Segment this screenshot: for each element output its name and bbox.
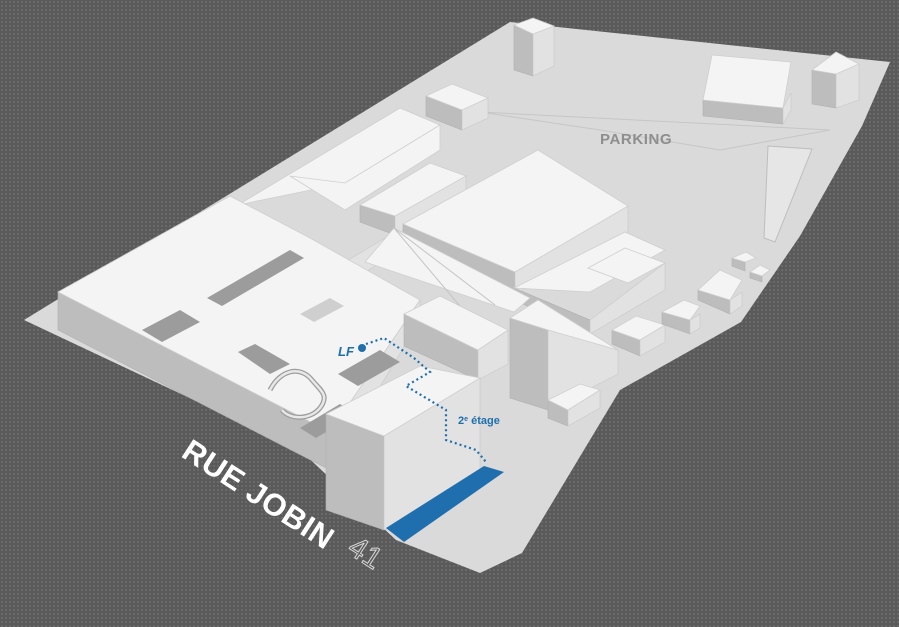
building-top-far-right bbox=[811, 51, 860, 109]
building-east-row bbox=[611, 251, 771, 357]
destination-marker-icon: LF bbox=[338, 344, 366, 359]
building-entrance-corner bbox=[325, 365, 482, 531]
building-diagonal-roof bbox=[364, 227, 531, 319]
street-number: 41 bbox=[342, 530, 388, 576]
site-lot bbox=[24, 22, 890, 573]
building-annex bbox=[509, 299, 619, 427]
parking-island bbox=[763, 145, 813, 243]
parking-area: PARKING bbox=[600, 131, 813, 243]
entrance-highlight bbox=[386, 466, 504, 542]
building-top-left-small bbox=[512, 17, 556, 77]
destination-logo: LF bbox=[338, 344, 355, 359]
building-east-wing bbox=[512, 231, 666, 335]
route-path bbox=[365, 336, 487, 463]
building-top-right bbox=[702, 54, 792, 126]
building-small-west bbox=[424, 83, 490, 131]
floor-label: 2e étage bbox=[458, 415, 500, 427]
parking-label: PARKING bbox=[600, 131, 672, 148]
